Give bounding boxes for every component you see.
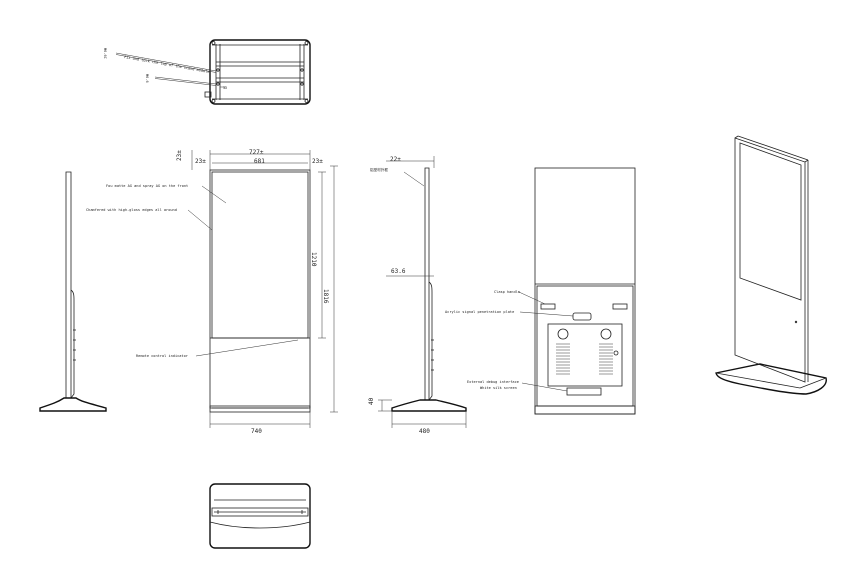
note-interface: External debug interface	[467, 380, 519, 384]
top-view	[115, 39, 311, 105]
dim-screen-width: 681	[254, 158, 265, 165]
dim-overall-width-top: 727±	[249, 149, 264, 156]
top-dim-52: 52	[223, 86, 227, 90]
dim-side-depth-top: 22±	[390, 156, 401, 163]
dim-base-depth: 480	[419, 428, 430, 435]
dim-bezel-right: 23±	[312, 158, 323, 165]
bottom-view	[209, 483, 311, 549]
note-remote: Remote control indicator	[136, 354, 189, 358]
note-front-glass: Fou matte AG and spray AG on the front	[106, 184, 188, 188]
front-view	[187, 150, 338, 428]
dim-bezel-left: 23±	[195, 158, 206, 165]
rear-view	[518, 167, 636, 415]
dim-top-bezel: 23±	[176, 150, 183, 161]
side-view-left	[39, 171, 107, 412]
note-clasp: Clasp handle	[494, 290, 520, 294]
dim-base-height: 40	[368, 397, 375, 405]
note-chamfer: Chamfered with high-gloss edges all arou…	[86, 208, 177, 212]
note-screws: White silk screen	[480, 386, 517, 390]
note-acrylic: Acrylic signal penetration plate	[445, 310, 514, 314]
top-label-2: M6-6	[145, 74, 149, 83]
side-view-right	[378, 156, 467, 428]
top-label-1: M6-6C	[103, 48, 107, 59]
dim-overall-height: 1816	[322, 289, 329, 304]
top-note-text: Fix and lock the top of the stand module	[124, 55, 210, 74]
dim-base-width: 740	[251, 428, 262, 435]
isometric-view	[715, 135, 827, 395]
dim-screen-height: 1210	[310, 252, 317, 267]
note-side-frame: 铝型材外框	[370, 167, 388, 172]
dim-side-depth-mid: 63.6	[391, 268, 406, 275]
